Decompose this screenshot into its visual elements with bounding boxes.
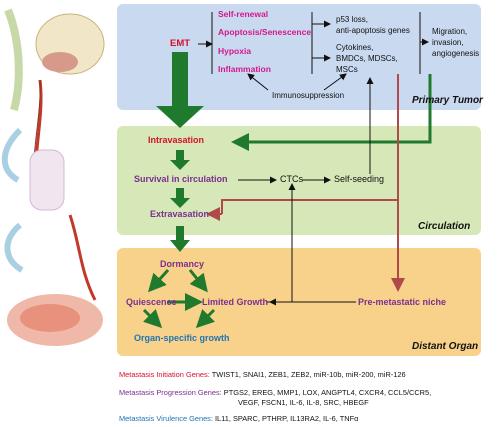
trait-apoptosis: Apoptosis/Senescence <box>218 27 312 37</box>
cytokines-line2: BMDCs, MDSCs, <box>336 54 398 63</box>
distant-organ-title: Distant Organ <box>412 341 479 352</box>
outcome-migration: Migration, <box>432 27 468 36</box>
cytokines-line3: MSCs <box>336 65 358 74</box>
p53-line2: anti-apoptosis genes <box>336 26 410 35</box>
ctcs-label: CTCs <box>280 174 303 184</box>
gene-label-virulence: Metastasis Virulence Genes: <box>119 414 213 423</box>
survival-label: Survival in circulation <box>134 174 228 184</box>
trait-hypoxia: Hypoxia <box>218 46 252 56</box>
circulation-title: Circulation <box>418 221 471 232</box>
body-illustration <box>1 8 105 346</box>
gene-row-progression-cont: VEGF, FSCN1, IL-6, IL-8, SRC, HBEGF <box>238 398 369 407</box>
gene-list-initiation: TWIST1, SNAI1, ZEB1, ZEB2, miR-10b, miR-… <box>211 370 406 379</box>
gene-row-initiation: Metastasis Initiation Genes: TWIST1, SNA… <box>119 370 406 379</box>
gene-label-initiation: Metastasis Initiation Genes: <box>119 370 210 379</box>
trait-self-renewal: Self-renewal <box>218 9 269 19</box>
self-seeding-label: Self-seeding <box>334 174 385 184</box>
gene-row-virulence: Metastasis Virulence Genes: IL11, SPARC,… <box>119 414 358 423</box>
premetastatic-niche-label: Pre-metastatic niche <box>358 297 447 307</box>
outcome-invasion: invasion, <box>432 38 464 47</box>
limited-growth-label: Limited Growth <box>202 297 268 307</box>
gene-list-progression: PTGS2, EREG, MMP1, LOX, ANGPTL4, CXCR4, … <box>223 388 432 397</box>
gene-label-progression: Metastasis Progression Genes: <box>119 388 222 397</box>
dormancy-label: Dormancy <box>160 259 205 269</box>
organ-specific-growth-label: Organ-specific growth <box>134 333 230 343</box>
cytokines-line1: Cytokines, <box>336 43 374 52</box>
gene-row-progression: Metastasis Progression Genes: PTGS2, ERE… <box>119 388 431 397</box>
trait-inflammation: Inflammation <box>218 64 271 74</box>
extravasation-label: Extravasation <box>150 209 210 219</box>
immunosuppression-label: Immunosuppression <box>272 91 345 100</box>
primary-tumor-title: Primary Tumor <box>412 95 483 106</box>
primary-tumor-panel <box>117 4 481 110</box>
emt-label: EMT <box>170 38 191 49</box>
intravasation-label: Intravasation <box>148 135 205 145</box>
outcome-angiogenesis: angiogenesis <box>432 49 480 58</box>
p53-line1: p53 loss, <box>336 15 369 24</box>
quiescence-label: Quiescence <box>126 297 177 307</box>
gene-list-virulence: IL11, SPARC, PTHRP, IL13RA2, IL-6, TNFα <box>215 414 359 423</box>
gene-list-progression-2: VEGF, FSCN1, IL-6, IL-8, SRC, HBEGF <box>238 398 369 407</box>
